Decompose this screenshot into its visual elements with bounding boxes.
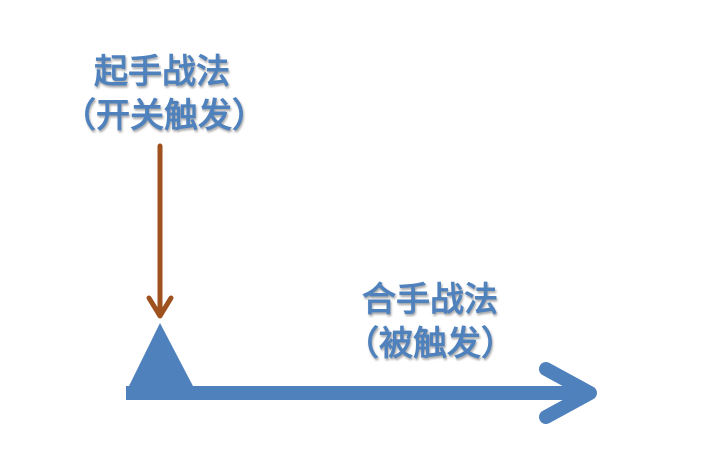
- timeline-arrow-shaft: [126, 386, 581, 400]
- start-marker-triangle: [128, 323, 194, 388]
- start-tactic-title: 起手战法: [94, 52, 230, 92]
- end-tactic-label: 合手战法 （被触发）: [330, 278, 530, 366]
- start-tactic-subtitle: （开关触发）: [62, 96, 266, 136]
- trigger-arrow-head: [146, 295, 174, 319]
- timeline-arrow: [126, 362, 597, 424]
- timeline-arrow-head: [539, 362, 597, 424]
- end-tactic-title: 合手战法: [362, 280, 498, 320]
- trigger-arrow: [146, 143, 174, 319]
- end-tactic-subtitle: （被触发）: [345, 324, 515, 364]
- start-tactic-label: 起手战法 （开关触发）: [62, 50, 266, 138]
